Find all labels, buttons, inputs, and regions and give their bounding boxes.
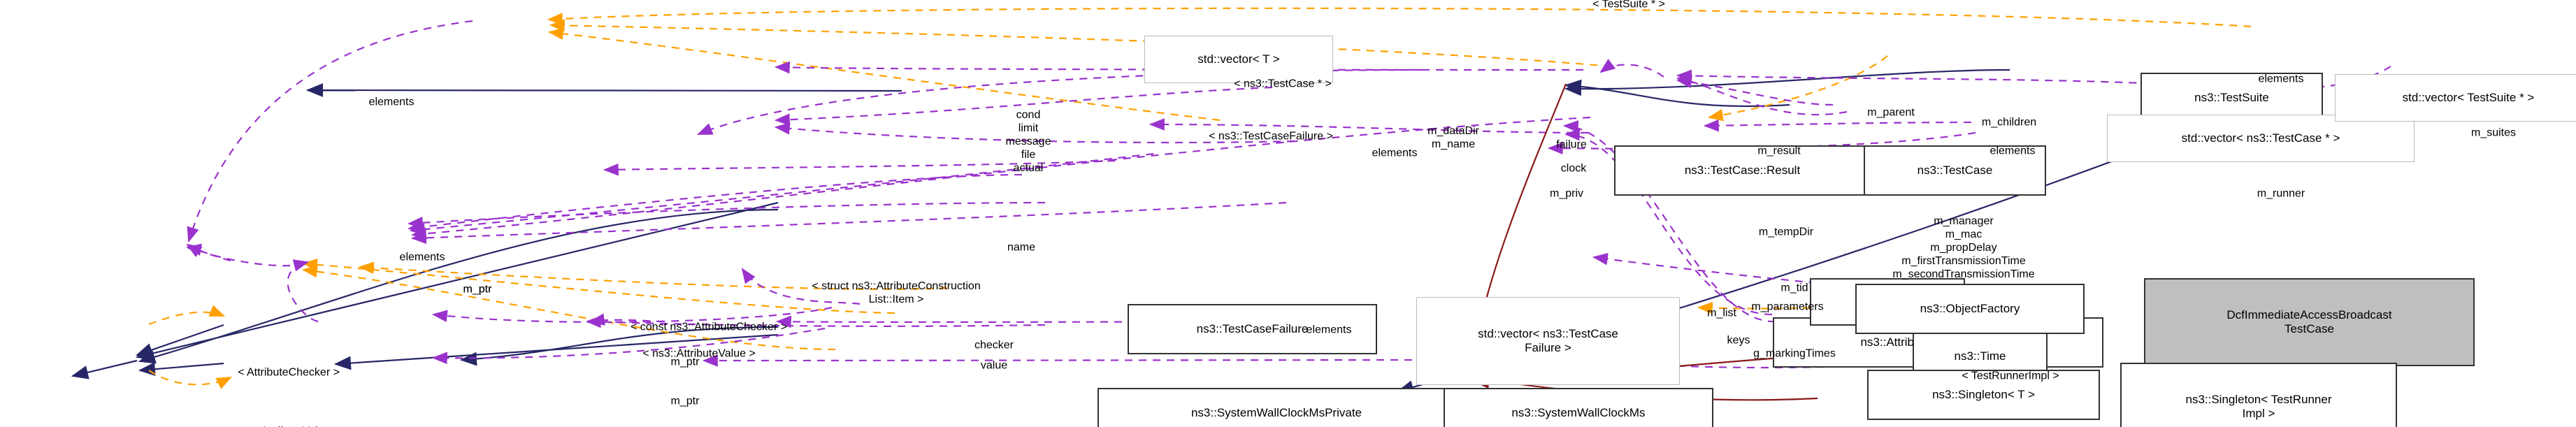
edge-label: elements: [1306, 324, 1352, 336]
edge-label: elements: [1989, 145, 2036, 157]
edge-label: m_ptr: [670, 356, 700, 368]
class-node-tcfailure[interactable]: ns3::TestCaseFailure: [1128, 304, 1377, 354]
edge-label: < ns3::AttributeValue >: [642, 347, 756, 360]
class-node-testcase[interactable]: ns3::TestCase: [1864, 145, 2046, 196]
edge-label: m_tid: [1780, 282, 1808, 294]
class-node-vectcfailure[interactable]: std::vector< ns3::TestCase Failure >: [1416, 297, 1680, 385]
edge-label: m_suites: [2470, 126, 2517, 139]
edge-label: failure: [1556, 138, 1587, 151]
class-node-dcftest[interactable]: DcfImmediateAccessBroadcast TestCase: [2144, 278, 2475, 366]
edge-label: m_ptr: [670, 395, 700, 407]
edge-label: m_tempDir: [1758, 226, 1814, 238]
edge-label: < ns3::TestCaseFailure >: [1209, 130, 1333, 143]
edge-label: elements: [2258, 73, 2304, 85]
edge-label: elements: [1372, 147, 1418, 159]
class-node-vect[interactable]: std::vector< T >: [1144, 36, 1333, 83]
class-node-vectestsuiteptr[interactable]: std::vector< TestSuite * >: [2335, 74, 2576, 122]
edge-label: < TestRunnerImpl >: [1962, 370, 2059, 382]
edge-label: m_runner: [2257, 187, 2305, 200]
edge-label: m_list: [1707, 307, 1736, 319]
edge-label: < ns3::TestCase * >: [1234, 78, 1332, 90]
edge-label: cond limit message file actual: [1005, 108, 1051, 174]
edge-label: < struct ns3::AttributeConstruction List…: [812, 280, 981, 305]
edge-label: value: [980, 359, 1008, 372]
edge-label: elements: [399, 251, 445, 263]
class-node-objectfactory[interactable]: ns3::ObjectFactory: [1855, 284, 2085, 334]
edge-label: m_ptr: [463, 283, 492, 296]
class-node-syswall[interactable]: ns3::SystemWallClockMs: [1444, 388, 1713, 427]
edge-label: elements: [368, 96, 415, 108]
edge-label: m_parent: [1867, 106, 1915, 119]
class-node-tcresult[interactable]: ns3::TestCase::Result: [1614, 145, 1871, 196]
edge-label: g_markingTimes: [1753, 347, 1836, 360]
class-node-singletontri[interactable]: ns3::Singleton< TestRunner Impl >: [2120, 363, 2397, 427]
edge-label: < TestSuite * >: [1592, 0, 1665, 10]
edge-label: m_manager m_mac m_propDelay m_firstTrans…: [1892, 215, 2035, 280]
edge-label: m_children: [1981, 116, 2037, 129]
class-node-syswallpriv[interactable]: ns3::SystemWallClockMsPrivate: [1098, 388, 1455, 427]
class-node-vectestcaseptr[interactable]: std::vector< ns3::TestCase * >: [2107, 115, 2415, 162]
edge-label: name: [1007, 241, 1036, 254]
edge-label: checker: [974, 339, 1014, 352]
edge-label: < AttributeChecker >: [238, 366, 340, 379]
edge-label: < const ns3::AttributeChecker >: [630, 321, 788, 333]
class-node-singletont[interactable]: ns3::Singleton< T >: [1867, 370, 2100, 420]
edge-label: < AttributeValue >: [252, 426, 340, 427]
edge-label: m_parameters: [1751, 301, 1824, 313]
edge-label: clock: [1560, 162, 1587, 175]
edge-label: m_result: [1757, 145, 1801, 157]
edge-label: m_ptr: [463, 283, 492, 296]
edge-label: m_dataDir m_name: [1427, 125, 1479, 150]
edge-label: keys: [1727, 334, 1750, 347]
edge-label: m_priv: [1549, 187, 1584, 200]
